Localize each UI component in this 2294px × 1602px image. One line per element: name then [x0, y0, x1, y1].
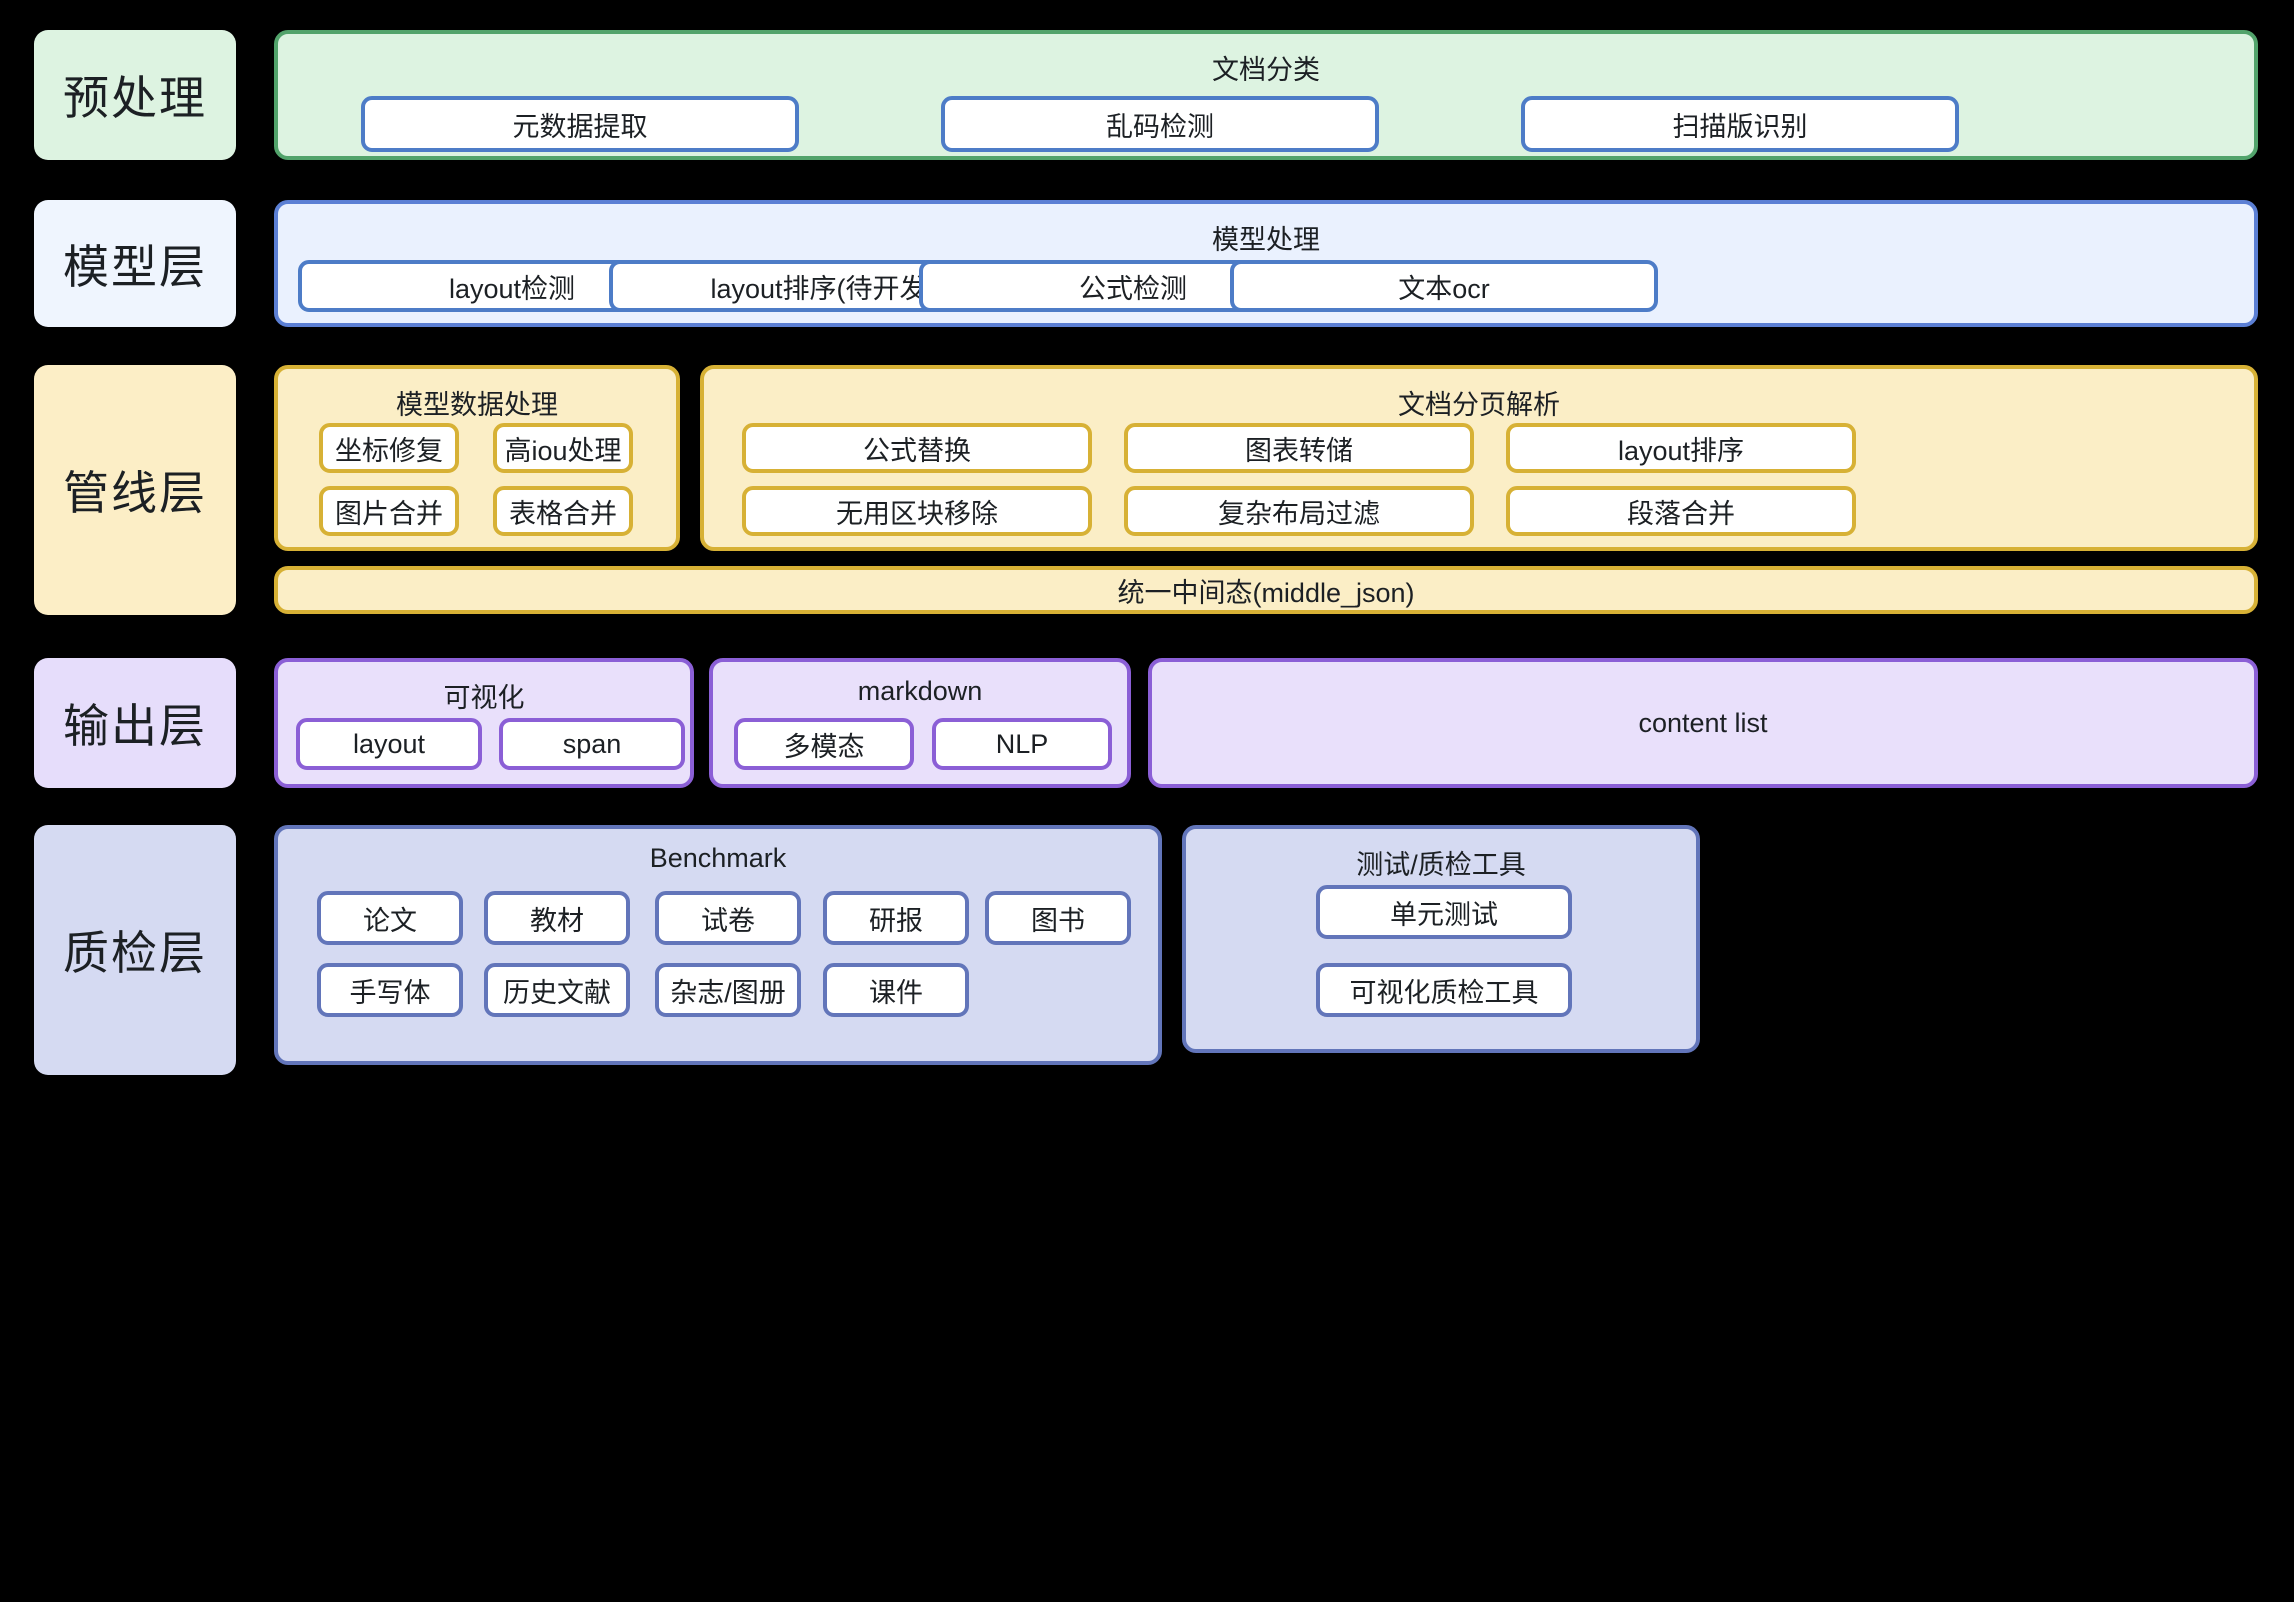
chip-research-report[interactable]: 研报 — [823, 891, 969, 945]
group-title-document-page-parsing: 文档分页解析 — [1398, 390, 1560, 420]
group-title-model-data-processing: 模型数据处理 — [396, 390, 558, 420]
chip-span[interactable]: span — [499, 718, 685, 770]
chip-magazine-album[interactable]: 杂志/图册 — [655, 963, 801, 1017]
group-title-test-qc-tools: 测试/质检工具 — [1356, 850, 1526, 880]
chip-layout[interactable]: layout — [296, 718, 482, 770]
group-content-list: content list — [1148, 658, 2258, 788]
chip-layout-sort[interactable]: layout排序 — [1506, 423, 1856, 473]
group-title-model-processing: 模型处理 — [1212, 225, 1320, 255]
chip-useless-block-removal[interactable]: 无用区块移除 — [742, 486, 1092, 536]
chip-image-merge[interactable]: 图片合并 — [319, 486, 459, 536]
chip-coordinate-repair[interactable]: 坐标修复 — [319, 423, 459, 473]
chip-textbook[interactable]: 教材 — [484, 891, 630, 945]
chip-text-ocr[interactable]: 文本ocr — [1230, 260, 1658, 312]
group-title-document-classification: 文档分类 — [1212, 55, 1320, 85]
group-markdown: markdown 多模态 NLP — [709, 658, 1131, 788]
chip-handwriting[interactable]: 手写体 — [317, 963, 463, 1017]
group-visualization: 可视化 layout span — [274, 658, 694, 788]
layer-label-quality: 质检层 — [34, 825, 236, 1075]
chip-formula-replace[interactable]: 公式替换 — [742, 423, 1092, 473]
chip-multimodal[interactable]: 多模态 — [734, 718, 914, 770]
chip-scan-recognition[interactable]: 扫描版识别 — [1521, 96, 1959, 152]
layer-label-pipeline: 管线层 — [34, 365, 236, 615]
group-document-page-parsing: 文档分页解析 公式替换 图表转储 layout排序 无用区块移除 复杂布局过滤 … — [700, 365, 2258, 551]
chip-metadata-extraction[interactable]: 元数据提取 — [361, 96, 799, 152]
group-benchmark: Benchmark 论文 教材 试卷 研报 图书 手写体 历史文献 杂志/图册 … — [274, 825, 1162, 1065]
chip-courseware[interactable]: 课件 — [823, 963, 969, 1017]
chip-table-merge[interactable]: 表格合并 — [493, 486, 633, 536]
group-title-benchmark: Benchmark — [649, 843, 787, 873]
group-model-data-processing: 模型数据处理 坐标修复 高iou处理 图片合并 表格合并 — [274, 365, 680, 551]
chip-book[interactable]: 图书 — [985, 891, 1131, 945]
chip-chart-dump[interactable]: 图表转储 — [1124, 423, 1474, 473]
group-document-classification: 文档分类 元数据提取 乱码检测 扫描版识别 — [274, 30, 2258, 160]
chip-unit-test[interactable]: 单元测试 — [1316, 885, 1572, 939]
chip-paragraph-merge[interactable]: 段落合并 — [1506, 486, 1856, 536]
chip-nlp[interactable]: NLP — [932, 718, 1112, 770]
layer-label-output: 输出层 — [34, 658, 236, 788]
chip-paper[interactable]: 论文 — [317, 891, 463, 945]
chip-historical-document[interactable]: 历史文献 — [484, 963, 630, 1017]
chip-high-iou-processing[interactable]: 高iou处理 — [493, 423, 633, 473]
group-title-markdown: markdown — [857, 676, 983, 706]
group-title-visualization: 可视化 — [443, 683, 525, 713]
chip-garbled-detection[interactable]: 乱码检测 — [941, 96, 1379, 152]
layer-label-model: 模型层 — [34, 200, 236, 327]
group-test-qc-tools: 测试/质检工具 单元测试 可视化质检工具 — [1182, 825, 1700, 1053]
chip-complex-layout-filter[interactable]: 复杂布局过滤 — [1124, 486, 1474, 536]
group-model-processing: 模型处理 layout检测 layout排序(待开发) 公式检测 文本ocr — [274, 200, 2258, 327]
chip-visual-qc-tool[interactable]: 可视化质检工具 — [1316, 963, 1572, 1017]
middle-state-bar: 统一中间态(middle_json) — [274, 566, 2258, 614]
layer-label-preprocess: 预处理 — [34, 30, 236, 160]
chip-exam[interactable]: 试卷 — [655, 891, 801, 945]
